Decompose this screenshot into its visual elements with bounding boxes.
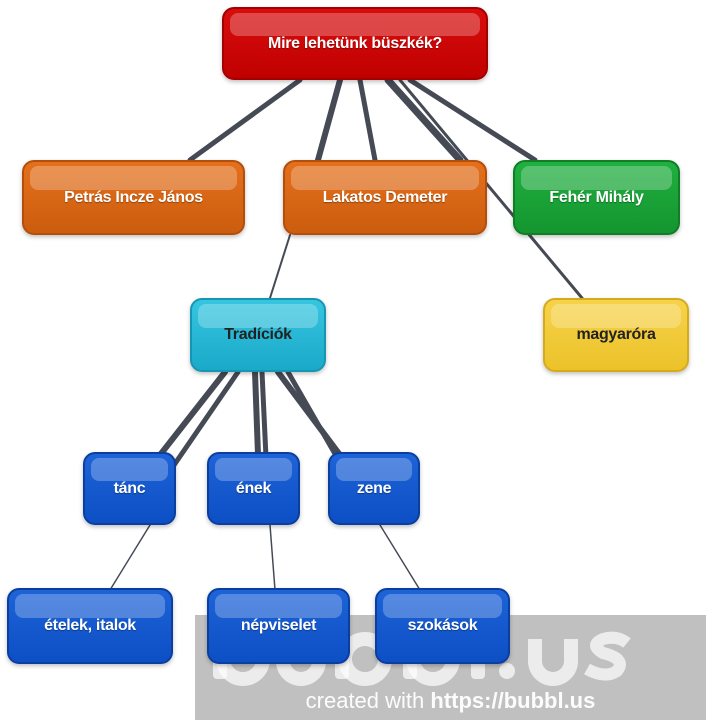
node-magyarora[interactable]: magyaróra bbox=[543, 298, 689, 372]
link-lakatos-tradiciok bbox=[269, 234, 291, 299]
link-zene-szokasok bbox=[379, 524, 421, 591]
node-label: Mire lehetünk büszkék? bbox=[268, 34, 442, 52]
link-root-lakatos-1 bbox=[315, 77, 343, 163]
node-label: ételek, italok bbox=[44, 617, 136, 634]
node-label: Tradíciók bbox=[224, 326, 292, 343]
watermark-url: https://bubbl.us bbox=[430, 688, 596, 713]
watermark-created-with: created with bbox=[305, 688, 425, 713]
node-label: szokások bbox=[407, 617, 478, 634]
node-feher-mihaly[interactable]: Fehér Mihály bbox=[513, 160, 680, 235]
node-zene[interactable]: zene bbox=[328, 452, 420, 525]
node-petras-incze-janos[interactable]: Petrás Incze János bbox=[22, 160, 245, 235]
link-root-lakatos-2 bbox=[357, 77, 378, 163]
node-tradiciok[interactable]: Tradíciók bbox=[190, 298, 326, 372]
link-root-feher bbox=[407, 77, 538, 163]
node-label: ének bbox=[235, 479, 272, 497]
link-tradiciok-tanc-1 bbox=[157, 369, 228, 458]
node-nepviselet[interactable]: népviselet bbox=[207, 588, 350, 664]
node-label: Lakatos Demeter bbox=[322, 188, 448, 206]
node-tanc[interactable]: tánc bbox=[83, 452, 176, 525]
node-label: magyaróra bbox=[576, 326, 656, 343]
link-root-lakatos-3 bbox=[384, 76, 464, 164]
node-label: Fehér Mihály bbox=[549, 188, 644, 206]
node-lakatos-demeter[interactable]: Lakatos Demeter bbox=[283, 160, 487, 235]
link-enek-nepviselet bbox=[269, 524, 276, 591]
node-label: tánc bbox=[113, 479, 146, 497]
watermark-caption: created with https://bubbl.us bbox=[195, 687, 706, 715]
link-tanc-etelek bbox=[109, 524, 151, 591]
link-tradiciok-enek-1 bbox=[252, 369, 261, 458]
node-label: népviselet bbox=[240, 617, 317, 634]
node-etelek-italok[interactable]: ételek, italok bbox=[7, 588, 173, 664]
root-node[interactable]: Mire lehetünk büszkék? bbox=[222, 7, 488, 80]
node-szokasok[interactable]: szokások bbox=[375, 588, 510, 664]
node-label: zene bbox=[356, 479, 392, 497]
node-label: Petrás Incze János bbox=[64, 188, 203, 206]
link-root-magyarora bbox=[398, 78, 584, 300]
link-root-petras bbox=[187, 77, 303, 163]
node-enek[interactable]: ének bbox=[207, 452, 300, 525]
